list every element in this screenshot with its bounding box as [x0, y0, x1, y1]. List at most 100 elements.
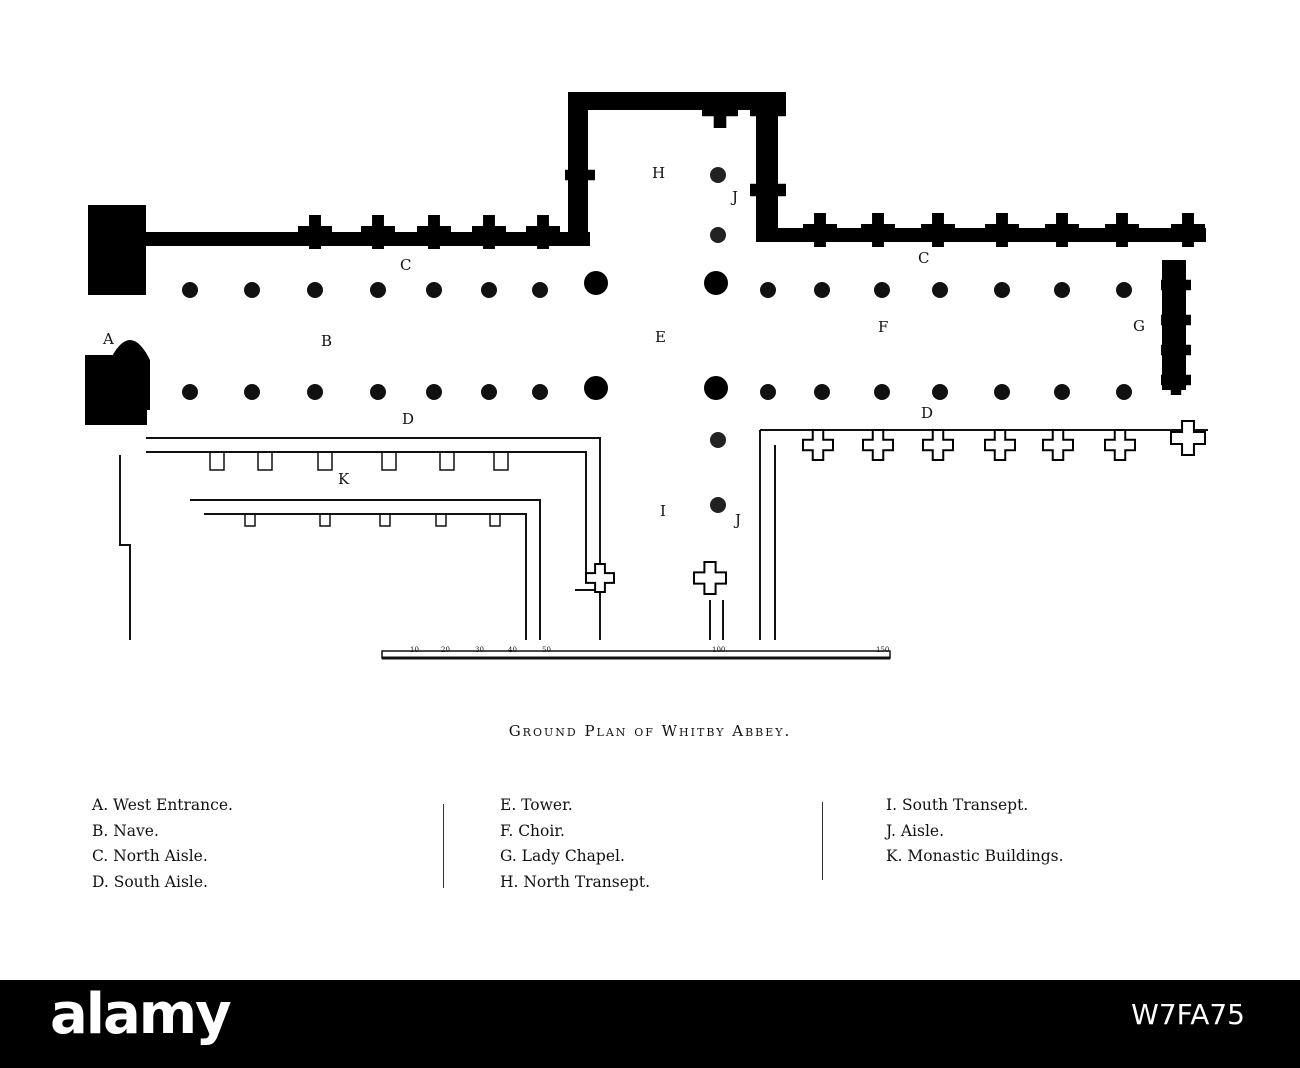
label-D-south-aisle-west: D [402, 410, 414, 428]
pier [760, 384, 776, 400]
scale-tick-10: 10 [410, 646, 419, 654]
tower-pier [704, 271, 728, 295]
scale-tick-30: 30 [475, 646, 484, 654]
lady-chapel-sw-buttress [1170, 420, 1206, 456]
label-I-south-transept: I [660, 502, 666, 520]
choir-north-buttress [803, 213, 837, 247]
pier [814, 384, 830, 400]
label-C-north-aisle-west: C [400, 256, 411, 274]
pier [932, 384, 948, 400]
pier [1054, 384, 1070, 400]
transept-buttress [702, 92, 738, 128]
cloister-niche [257, 452, 273, 471]
pier [1116, 384, 1132, 400]
legend-item-h: H. North Transept. [500, 872, 650, 891]
transept-buttress [750, 172, 786, 208]
legend-item-d: D. South Aisle. [92, 872, 208, 891]
west-front-north-tower [88, 205, 146, 295]
north-wall-buttress [526, 215, 560, 249]
south-nave-wall-inner [146, 451, 587, 575]
pier [244, 282, 260, 298]
transept-buttress [750, 92, 786, 128]
pier [481, 282, 497, 298]
north-wall-buttress [472, 215, 506, 249]
pier [481, 384, 497, 400]
choir-south-buttress [1104, 429, 1136, 461]
choir-north-buttress [921, 213, 955, 247]
choir-north-buttress [1105, 213, 1140, 247]
legend-divider-1 [443, 804, 444, 888]
cloister-niche [489, 514, 501, 527]
solid-walls [85, 92, 1206, 425]
legend-column-2: E. Tower. F. Choir. G. Lady Chapel. H. N… [500, 793, 650, 895]
label-J-aisle-north: J [730, 188, 738, 206]
lady-chapel-buttress [1161, 365, 1191, 395]
scale-tick-100: 100 [712, 646, 725, 654]
cloister-niche [319, 514, 331, 527]
scale-tick-40: 40 [508, 646, 517, 654]
scale-tick-150: 150 [876, 646, 889, 654]
cloister-niche [435, 514, 447, 527]
transept-pier [710, 227, 726, 243]
cloister-niche [317, 452, 333, 471]
legend-column-3: I. South Transept. J. Aisle. K. Monastic… [886, 793, 1064, 870]
north-wall-buttress [417, 215, 451, 249]
lady-chapel-buttress [1161, 305, 1191, 335]
floor-plan: A B C C D D E F G H I J J K 10 20 30 40 … [85, 92, 1208, 660]
choir-south-buttress [1042, 429, 1074, 461]
lady-chapel-buttress [1161, 335, 1191, 365]
pier [182, 282, 198, 298]
south-nave-wall [146, 437, 601, 591]
tower-pier [704, 376, 728, 400]
legend-item-f: F. Choir. [500, 821, 565, 840]
label-J-aisle-south: J [733, 511, 741, 529]
pier [307, 282, 323, 298]
cloister-niche [209, 452, 225, 471]
north-wall-buttress [298, 215, 332, 249]
label-A-west-entrance: A [102, 330, 114, 348]
legend-item-c: C. North Aisle. [92, 847, 208, 865]
pier [182, 384, 198, 400]
choir-north-buttress [861, 213, 895, 247]
label-H-north-transept: H [652, 164, 665, 182]
scale-tick-20: 20 [441, 646, 450, 654]
north-wall-buttress [361, 215, 395, 249]
legend-item-i: I. South Transept. [886, 796, 1029, 814]
legend-column-1: A. West Entrance. B. Nave. C. North Aisl… [92, 793, 233, 895]
pier [874, 282, 890, 298]
pier [874, 384, 890, 400]
pier [994, 282, 1010, 298]
legend-item-a: A. West Entrance. [92, 796, 233, 814]
alamy-logo: alamy [50, 982, 232, 1047]
pier [244, 384, 260, 400]
pier [994, 384, 1010, 400]
tower-pier [584, 271, 608, 295]
scale-bar: 10 20 30 40 50 100 150 [381, 646, 891, 660]
cloister-niche [439, 452, 455, 471]
label-F-choir: F [878, 318, 888, 336]
legend-divider-2 [822, 802, 823, 880]
south-transept-buttress [585, 563, 615, 593]
choir-south-buttress [802, 429, 834, 461]
label-C-north-aisle-east: C [918, 249, 929, 267]
label-E-tower: E [655, 328, 666, 346]
pier [532, 282, 548, 298]
pier [760, 282, 776, 298]
pier [370, 384, 386, 400]
outline-walls [119, 420, 1208, 640]
pier [1054, 282, 1070, 298]
pier [370, 282, 386, 298]
pier [426, 384, 442, 400]
legend-item-j: J. Aisle. [886, 821, 945, 840]
lady-chapel-buttress [1161, 270, 1191, 300]
scale-tick-50: 50 [542, 646, 551, 654]
label-G-lady-chapel: G [1133, 317, 1145, 335]
legend-item-e: E. Tower. [500, 796, 573, 814]
legend-item-b: B. Nave. [92, 821, 159, 840]
tower-pier [584, 376, 608, 400]
choir-south-buttress [862, 429, 894, 461]
pier [814, 282, 830, 298]
watermark-bar: alamy W7FA75 [0, 980, 1300, 1068]
cloister-inner [204, 513, 527, 640]
plan-caption: Ground Plan of Whitby Abbey. [508, 722, 792, 740]
